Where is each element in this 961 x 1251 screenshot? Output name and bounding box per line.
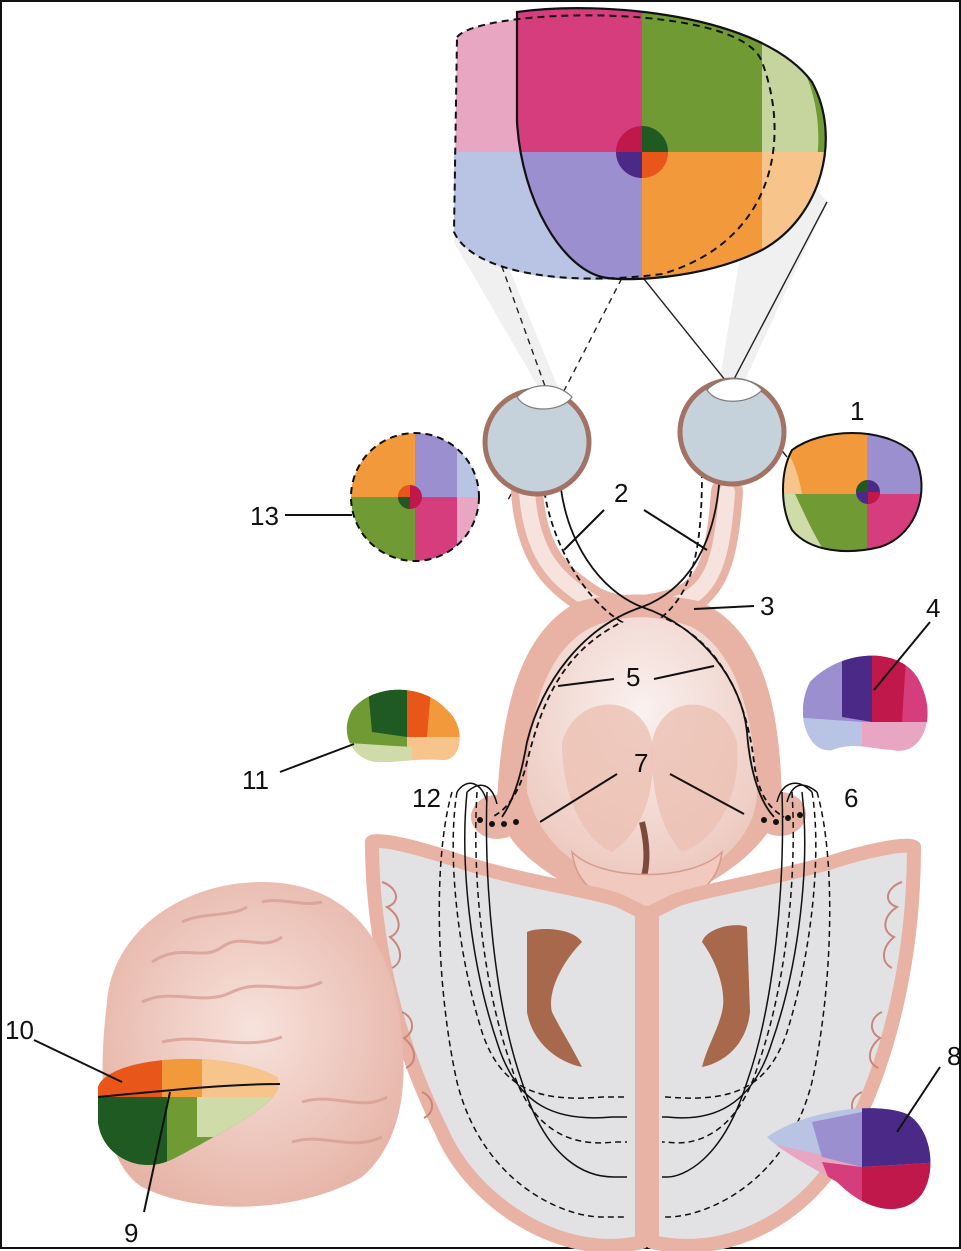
label-2: 2	[614, 478, 628, 508]
label-11: 11	[242, 765, 269, 795]
label-13: 13	[250, 501, 279, 531]
field-quadrant-upper-left	[502, 2, 642, 152]
left-eye-field	[351, 433, 482, 561]
label-3: 3	[760, 591, 774, 621]
eyes	[485, 379, 784, 494]
right-eye-field	[772, 422, 947, 564]
brain-lateral-view	[92, 882, 404, 1207]
left-geniculate-field	[332, 677, 472, 772]
label-1: 1	[850, 396, 864, 426]
label-7: 7	[634, 748, 648, 778]
label-10: 10	[5, 1015, 34, 1045]
right-geniculate-field	[792, 642, 942, 762]
label-12: 12	[412, 783, 441, 813]
left-hemisphere-section	[372, 841, 642, 1246]
label-5: 5	[626, 662, 640, 692]
label-8: 8	[947, 1041, 961, 1071]
label-4: 4	[926, 593, 940, 623]
label-9: 9	[124, 1218, 138, 1248]
label-6: 6	[844, 783, 858, 813]
